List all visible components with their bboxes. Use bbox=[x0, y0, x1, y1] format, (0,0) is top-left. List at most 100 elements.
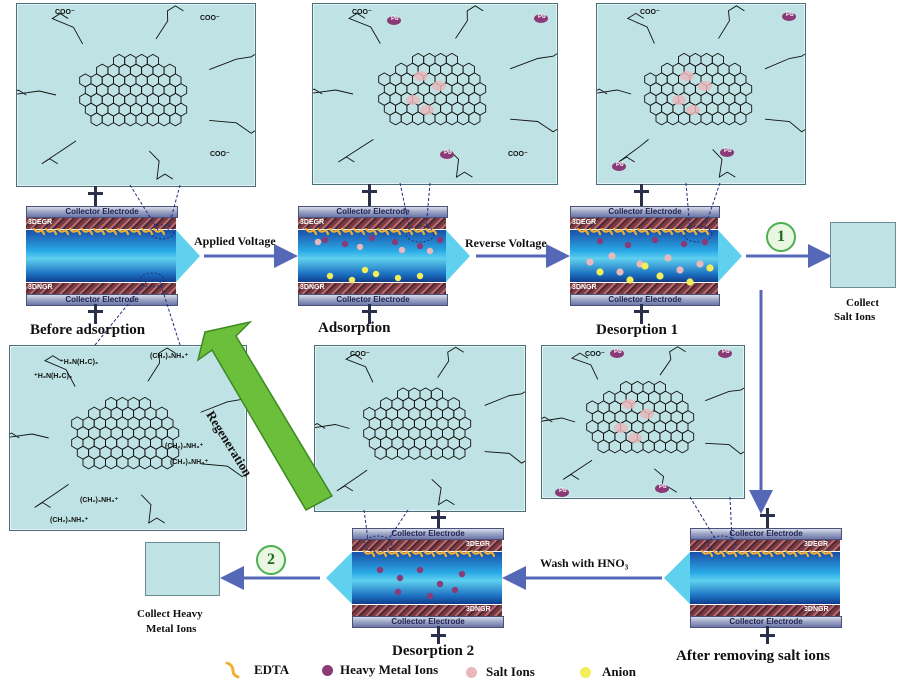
heavy-metal-ion-pb bbox=[534, 14, 548, 23]
collector-electrode-bottom: Collector Electrode bbox=[570, 294, 720, 306]
layer-label: 3DEGR bbox=[300, 219, 325, 226]
layer-3degr bbox=[352, 540, 502, 551]
heavy-metal-ion-pb bbox=[612, 162, 626, 171]
pb-label: Pb bbox=[722, 349, 730, 355]
legend-heavy-metal: Heavy Metal Ions bbox=[340, 662, 439, 677]
amine-label: (CH₂)₃NH₃⁺ bbox=[170, 459, 209, 466]
pb-label: Pb bbox=[786, 12, 794, 18]
caption-adsorption: Adsorption bbox=[318, 320, 391, 336]
coo-label: COO⁻ bbox=[508, 151, 528, 158]
legend-edta: EDTA bbox=[254, 662, 290, 677]
amine-label: (CH₂)₃NH₃⁺ bbox=[150, 353, 189, 360]
pb-label: Pb bbox=[444, 150, 452, 156]
layer-3dngr bbox=[690, 605, 840, 616]
layer-3dngr bbox=[352, 605, 502, 616]
layer-label: 3DEGR bbox=[804, 541, 829, 548]
panel-amine-graphene bbox=[9, 345, 247, 531]
coo-label: COO⁻ bbox=[200, 15, 220, 22]
layer-3dngr bbox=[298, 283, 446, 294]
amine-graphene-structure bbox=[10, 347, 246, 524]
heavy-metal-legend-dot bbox=[322, 665, 333, 676]
layer-label: 3DNGR bbox=[804, 606, 829, 613]
coo-label: COO⁻ bbox=[210, 151, 230, 158]
edta-icon bbox=[225, 661, 240, 679]
caption-desorption-1: Desorption 1 bbox=[596, 322, 679, 338]
layer-label: 3DNGR bbox=[300, 284, 325, 291]
collector-electrode-bottom: Collector Electrode bbox=[298, 294, 448, 306]
collect-heavy-label-2: Metal Ions bbox=[146, 623, 197, 635]
pb-label: Pb bbox=[659, 484, 667, 490]
flow-outlet bbox=[664, 552, 690, 604]
flow-channel bbox=[570, 230, 718, 282]
coo-label: COO⁻ bbox=[352, 9, 372, 16]
layer-3degr bbox=[570, 218, 718, 229]
caption-before-adsorption: Before adsorption bbox=[30, 322, 146, 338]
coo-label: COO⁻ bbox=[585, 351, 605, 358]
collector-electrode-bottom: Collector Electrode bbox=[352, 616, 504, 628]
heavy-metal-ion-pb bbox=[440, 150, 454, 159]
pb-label: Pb bbox=[724, 148, 732, 154]
coo-label: COO⁻ bbox=[55, 9, 75, 16]
applied-voltage-label: Applied Voltage bbox=[194, 234, 276, 248]
heavy-metal-ion-pb bbox=[718, 349, 732, 358]
pb-label: Pb bbox=[614, 349, 622, 355]
graphene-edta-structure bbox=[17, 5, 255, 180]
legend-anion: Anion bbox=[602, 664, 636, 679]
collector-electrode-top: Collector Electrode bbox=[298, 206, 448, 218]
graphene-edta-structure bbox=[542, 346, 744, 494]
panel-after-removing bbox=[541, 345, 745, 499]
layer-3dngr bbox=[26, 283, 176, 294]
graphene-edta-structure bbox=[597, 5, 805, 179]
collect-salt-box bbox=[830, 222, 896, 288]
layer-3dngr bbox=[570, 283, 718, 294]
collector-electrode-top: Collector Electrode bbox=[26, 206, 178, 218]
graphene-edta-structure bbox=[313, 5, 557, 179]
collect-heavy-box bbox=[145, 542, 220, 596]
caption-desorption-2: Desorption 2 bbox=[392, 643, 475, 659]
collect-salt-label-2: Salt Ions bbox=[834, 311, 876, 323]
panel-adsorption bbox=[312, 3, 558, 185]
graphene-edta-structure bbox=[315, 346, 525, 506]
amine-label: ⁺H₃N(H₂C)₃ bbox=[34, 373, 73, 380]
amine-label: (CH₂)₃NH₃⁺ bbox=[50, 517, 89, 524]
panel-before-adsorption bbox=[16, 3, 256, 187]
flow-outlet bbox=[176, 230, 200, 282]
pb-label: Pb bbox=[559, 488, 567, 494]
layer-label: 3DEGR bbox=[28, 219, 53, 226]
pb-label: Pb bbox=[616, 162, 624, 168]
step-2-badge: 2 bbox=[256, 545, 286, 575]
cdi-cell-desorption-1: Collector Electrode 3DEGR 3DNGR Collecto… bbox=[570, 206, 744, 306]
heavy-metal-ion-pb bbox=[720, 148, 734, 157]
caption-after-removing: After removing salt ions bbox=[676, 648, 831, 664]
heavy-metal-ion-pb bbox=[782, 12, 796, 21]
flow-outlet bbox=[718, 230, 742, 282]
panel-desorption-2 bbox=[314, 345, 526, 512]
pb-label: Pb bbox=[391, 16, 399, 22]
layer-label: 3DNGR bbox=[466, 606, 491, 613]
amine-label: (CH₂)₃NH₃⁺ bbox=[80, 497, 119, 504]
layer-3degr bbox=[26, 218, 176, 229]
collect-heavy-label-1: Collect Heavy bbox=[137, 608, 203, 620]
wash-label: Wash with HNO₃ bbox=[540, 556, 629, 570]
anion-legend-dot bbox=[580, 667, 591, 678]
salt-ion-legend-dot bbox=[466, 667, 477, 678]
heavy-metal-ion-pb bbox=[387, 16, 401, 25]
layer-3degr bbox=[298, 218, 446, 229]
layer-label: 3DNGR bbox=[572, 284, 597, 291]
coo-label: COO⁻ bbox=[640, 9, 660, 16]
amine-label: ⁺H₃N(H₂C)₃ bbox=[60, 359, 99, 366]
collector-electrode-top: Collector Electrode bbox=[690, 528, 842, 540]
pb-label: Pb bbox=[538, 14, 546, 20]
layer-3degr bbox=[690, 540, 840, 551]
layer-label: 3DEGR bbox=[466, 541, 491, 548]
reverse-voltage-label: Reverse Voltage bbox=[465, 236, 547, 250]
flow-channel bbox=[690, 552, 840, 604]
layer-label: 3DNGR bbox=[28, 284, 53, 291]
heavy-metal-ion-pb bbox=[655, 484, 669, 493]
collector-electrode-top: Collector Electrode bbox=[570, 206, 720, 218]
layer-label: 3DEGR bbox=[572, 219, 597, 226]
collector-electrode-bottom: Collector Electrode bbox=[26, 294, 178, 306]
step-1-badge: 1 bbox=[766, 222, 796, 252]
regeneration-arrow bbox=[196, 320, 334, 512]
